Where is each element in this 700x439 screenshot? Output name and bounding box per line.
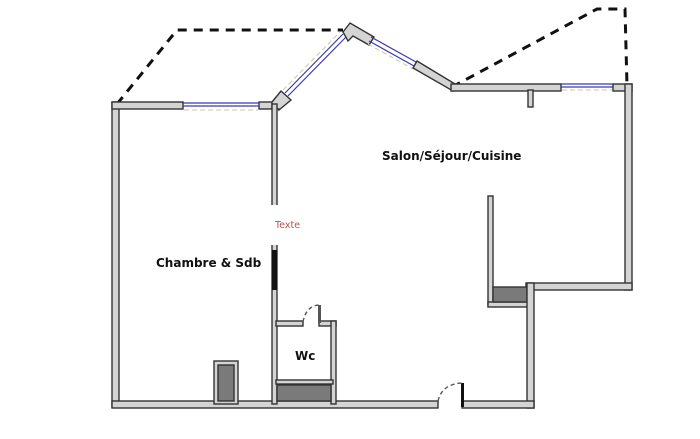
room-label-living: Salon/Séjour/Cuisine (382, 149, 522, 163)
fixture-kitchen (492, 286, 528, 303)
wall-wc-right (330, 320, 337, 405)
partition-dark-segment (272, 250, 277, 290)
entrance-door-leaf[interactable] (461, 383, 464, 407)
wall-living-top (450, 83, 562, 92)
wall-bottom-right (461, 400, 535, 409)
annotation-text: Texte (275, 220, 301, 231)
wall-living-top-stub (527, 89, 534, 108)
wall-wc-top-left (275, 320, 304, 327)
balcony-outline-right (451, 7, 629, 89)
wall-diagonal-right (412, 60, 456, 93)
wall-bedroom-top-a (111, 101, 184, 110)
entrance-door-swing (437, 382, 463, 402)
wall-right-lower (526, 282, 535, 409)
room-label-wc: Wc (295, 349, 316, 363)
wall-kitchen-inner (487, 195, 494, 307)
room-label-bedroom: Chambre & Sdb (156, 256, 262, 270)
wc-door-leaf[interactable] (318, 305, 321, 323)
wall-kitchen-inner-bottom (487, 301, 534, 308)
wall-left (111, 101, 120, 408)
wall-kitchen-bottom (525, 282, 633, 291)
fixture-wc (276, 384, 332, 402)
partition-opening (271, 205, 278, 245)
fixture-closet (217, 364, 235, 402)
balcony-outline-left (115, 28, 343, 105)
wc-door-swing (302, 304, 320, 323)
wall-wc-bottom-inner (275, 379, 334, 385)
wall-right (624, 83, 633, 291)
